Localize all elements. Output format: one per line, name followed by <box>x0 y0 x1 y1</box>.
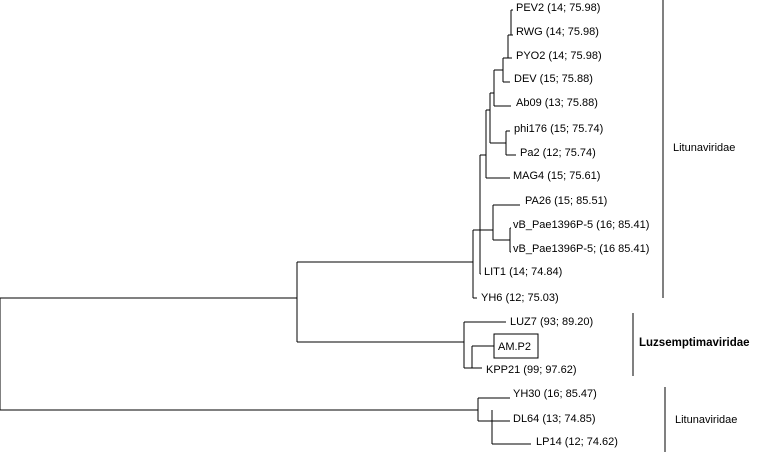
taxon-label-ab09: Ab09 (13; 75.88) <box>516 97 598 109</box>
clade-brackets: Litunaviridae Luzsemptimaviridae Litunav… <box>632 0 750 452</box>
taxon-box-amp2 <box>493 333 539 359</box>
taxon-label-phi176: phi176 (15; 75.74) <box>514 123 603 135</box>
taxon-label-vb1: vB_Pae1396P-5 (16; 85.41) <box>513 219 649 231</box>
taxon-labels: PEV2 (14; 75.98) RWG (14; 75.98) PYO2 (1… <box>481 2 649 448</box>
taxon-label-pa26: PA26 (15; 85.51) <box>525 195 607 207</box>
taxon-label-vb2: vB_Pae1396P-5; (16 85.41) <box>513 243 649 255</box>
clade-label-bottom: Litunaviridae <box>675 414 737 426</box>
taxon-label-pyo2: PYO2 (14; 75.98) <box>516 50 602 62</box>
taxon-label-luz7: LUZ7 (93; 89.20) <box>510 316 593 328</box>
taxon-label-lp14: LP14 (12; 74.62) <box>536 436 618 448</box>
taxon-label-yh6: YH6 (12; 75.03) <box>481 292 559 304</box>
taxon-label-mag4: MAG4 (15; 75.61) <box>513 170 600 182</box>
taxon-label-pa2: Pa2 (12; 75.74) <box>520 147 596 159</box>
taxon-label-kpp21: KPP21 (99; 97.62) <box>486 364 577 376</box>
taxon-label-dev: DEV (15; 75.88) <box>514 73 593 85</box>
branch-lines <box>0 9 531 445</box>
taxon-label-rwg: RWG (14; 75.98) <box>516 26 599 38</box>
taxon-label-lit1: LIT1 (14; 74.84) <box>484 266 562 278</box>
taxon-label-dl64: DL64 (13; 74.85) <box>513 413 596 425</box>
taxon-label-yh30: YH30 (16; 85.47) <box>513 388 597 400</box>
clade-label-top: Litunaviridae <box>673 142 735 154</box>
taxon-label-pev2: PEV2 (14; 75.98) <box>516 2 600 14</box>
taxon-label-amp2: AM.P2 <box>498 341 531 353</box>
clade-label-middle: Luzsemptimaviridae <box>639 337 750 349</box>
